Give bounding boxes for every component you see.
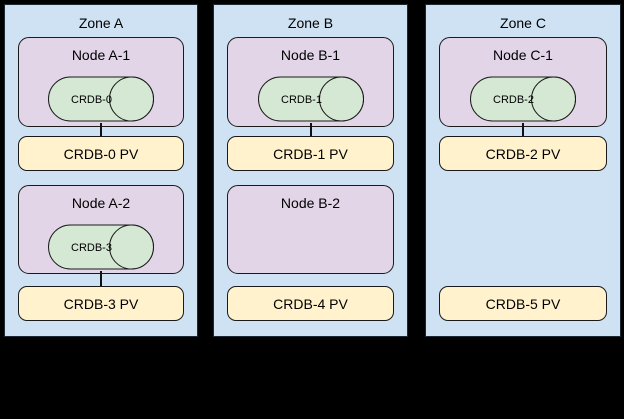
pv-box-crdb-4: CRDB-4 PV xyxy=(227,286,394,321)
zone-a: Zone A Node A-1 CRDB-0 CRDB-0 PV Node A-… xyxy=(4,4,198,337)
pv-label: CRDB-2 PV xyxy=(485,145,561,162)
connector-line xyxy=(522,123,524,136)
connector-line xyxy=(100,271,102,286)
zone-title: Zone B xyxy=(287,15,334,31)
pod-label: CRDB-2 xyxy=(493,94,534,106)
pv-box-crdb-5: CRDB-5 PV xyxy=(439,286,607,321)
pv-box-crdb-0: CRDB-0 PV xyxy=(18,136,184,171)
connector-line xyxy=(309,123,312,136)
node-label: Node B-1 xyxy=(280,47,341,63)
node-a1: Node A-1 CRDB-0 xyxy=(18,37,184,127)
pod-label: CRDB-3 xyxy=(71,242,112,254)
pod-label: CRDB-1 xyxy=(281,94,322,106)
pod-cylinder-crdb-3: CRDB-3 xyxy=(48,224,155,270)
zone-b: Zone B Node B-1 CRDB-1 CRDB-1 PV Node B-… xyxy=(213,4,408,337)
connector-line xyxy=(100,123,102,136)
node-c1: Node C-1 CRDB-2 xyxy=(439,37,607,127)
node-label: Node A-2 xyxy=(71,195,131,211)
pod-cylinder-crdb-1: CRDB-1 xyxy=(257,76,364,122)
node-a2: Node A-2 CRDB-3 xyxy=(18,185,184,274)
node-label: Node C-1 xyxy=(493,47,553,63)
pv-label: CRDB-4 PV xyxy=(273,295,348,312)
pv-label: CRDB-0 PV xyxy=(63,145,139,162)
pv-label: CRDB-5 PV xyxy=(485,295,561,312)
zone-title: Zone C xyxy=(500,15,546,31)
node-b1: Node B-1 CRDB-1 xyxy=(227,37,394,127)
pv-box-crdb-3: CRDB-3 PV xyxy=(18,286,184,321)
pod-label: CRDB-0 xyxy=(71,94,112,106)
zone-title: Zone A xyxy=(78,15,124,31)
node-b2: Node B-2 xyxy=(227,185,394,274)
pod-cylinder-crdb-0: CRDB-0 xyxy=(48,76,155,122)
node-label: Node A-1 xyxy=(71,47,131,63)
pv-box-crdb-1: CRDB-1 PV xyxy=(227,136,394,171)
node-label: Node B-2 xyxy=(280,195,341,211)
pod-cylinder-crdb-2: CRDB-2 xyxy=(470,76,577,122)
zone-c: Zone C Node C-1 CRDB-2 CRDB-2 PV CRDB-5 … xyxy=(425,4,621,337)
pv-label: CRDB-1 PV xyxy=(273,145,348,162)
pv-box-crdb-2: CRDB-2 PV xyxy=(439,136,607,171)
pv-label: CRDB-3 PV xyxy=(63,295,139,312)
